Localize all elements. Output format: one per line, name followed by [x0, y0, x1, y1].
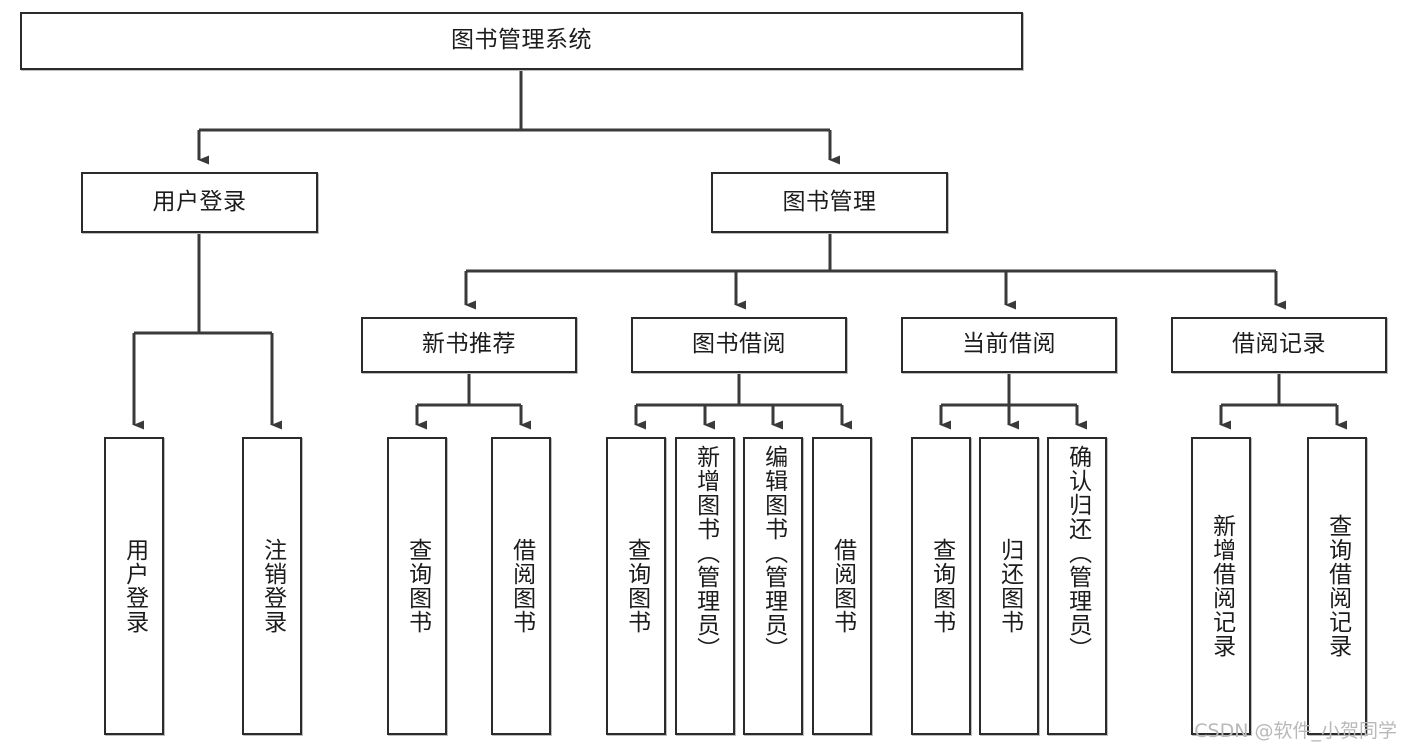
node-label: 查询图书 — [623, 538, 650, 634]
node-label: 用户登录 — [152, 188, 247, 215]
node-label: 图书管理 — [782, 188, 877, 215]
node-user-login[interactable]: 用户登录 — [81, 172, 318, 233]
node-label: 新增图书（管理员） — [692, 445, 719, 661]
leaf-current-borrow-return[interactable]: 归还图书 — [979, 437, 1039, 735]
leaf-book-borrow-borrow[interactable]: 借阅图书 — [812, 437, 872, 735]
leaf-book-borrow-query[interactable]: 查询图书 — [606, 437, 666, 735]
node-label: 借阅记录 — [1232, 331, 1326, 358]
node-label: 图书管理系统 — [451, 27, 592, 54]
node-borrow-record[interactable]: 借阅记录 — [1171, 317, 1387, 373]
leaf-borrow-record-query[interactable]: 查询借阅记录 — [1307, 437, 1367, 735]
leaf-new-book-borrow[interactable]: 借阅图书 — [491, 437, 551, 735]
node-current-borrow[interactable]: 当前借阅 — [901, 317, 1117, 373]
node-label: 确认归还（管理员） — [1064, 445, 1091, 661]
node-root-system[interactable]: 图书管理系统 — [20, 12, 1023, 70]
node-label: 用户登录 — [121, 538, 148, 634]
node-book-borrow[interactable]: 图书借阅 — [631, 317, 847, 373]
leaf-book-borrow-add[interactable]: 新增图书（管理员） — [675, 437, 735, 735]
leaf-user-login-login[interactable]: 用户登录 — [104, 437, 164, 735]
node-label: 借阅图书 — [508, 538, 535, 634]
node-book-management[interactable]: 图书管理 — [711, 172, 948, 233]
node-label: 借阅图书 — [829, 538, 856, 634]
leaf-user-login-logout[interactable]: 注销登录 — [242, 437, 302, 735]
leaf-new-book-query[interactable]: 查询图书 — [387, 437, 447, 735]
node-label: 注销登录 — [259, 538, 286, 634]
leaf-current-borrow-query[interactable]: 查询图书 — [911, 437, 971, 735]
node-label: 新增借阅记录 — [1208, 514, 1235, 658]
node-label: 新书推荐 — [422, 331, 516, 358]
node-new-book-recommend[interactable]: 新书推荐 — [361, 317, 577, 373]
node-label: 查询借阅记录 — [1324, 514, 1351, 658]
edge-borrowrecord-to-leaves — [1219, 373, 1347, 430]
node-label: 查询图书 — [404, 538, 431, 634]
leaf-borrow-record-add[interactable]: 新增借阅记录 — [1191, 437, 1251, 735]
node-label: 图书借阅 — [692, 331, 786, 358]
edge-bookmgmt-to-level3 — [464, 233, 1286, 310]
edge-currentborrow-to-leaves — [939, 373, 1087, 430]
edge-root-to-level2 — [197, 70, 840, 165]
leaf-current-borrow-confirm-return[interactable]: 确认归还（管理员） — [1047, 437, 1107, 735]
node-label: 当前借阅 — [962, 331, 1056, 358]
node-label: 编辑图书（管理员） — [760, 445, 787, 661]
leaf-book-borrow-edit[interactable]: 编辑图书（管理员） — [743, 437, 803, 735]
node-label: 归还图书 — [996, 538, 1023, 634]
edge-bookborrow-to-leaves — [634, 373, 852, 430]
csdn-watermark: CSDN @软件_小贺同学 — [1194, 720, 1397, 742]
node-label: 查询图书 — [928, 538, 955, 634]
edge-userlogin-to-leaves — [132, 233, 282, 430]
edge-newbook-to-leaves — [415, 373, 531, 430]
